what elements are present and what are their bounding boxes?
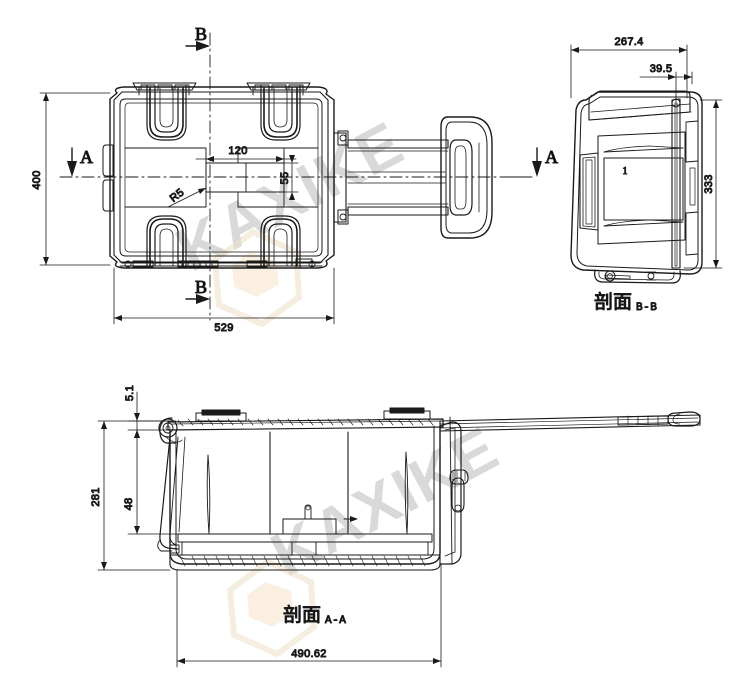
- view-title-b-b: 剖面: [594, 291, 632, 313]
- latch-handle: [260, 85, 301, 141]
- dimension-label-400: 400: [31, 170, 43, 189]
- dimension-281: [97, 420, 171, 571]
- dimension-label-281: 281: [90, 487, 102, 506]
- dimension-120: [195, 151, 297, 167]
- dimension-label-333: 333: [703, 174, 715, 193]
- dimension-label-48: 48: [123, 498, 135, 511]
- section-letter-a-top-view: A: [80, 147, 93, 167]
- section-mark-b-bottom: [185, 294, 210, 304]
- dimension-r5-leader: [167, 187, 207, 208]
- section-letter-a-side-view: A: [545, 147, 558, 167]
- dimension-label-490-62: 490.62: [291, 648, 326, 660]
- side-view-body: [570, 90, 703, 284]
- latch-handle: [146, 85, 187, 141]
- handle-grip: [449, 469, 469, 513]
- dimension-label-529: 529: [214, 322, 233, 334]
- dimension-label-5-1: 5.1: [124, 385, 136, 401]
- dimension-400: [39, 92, 111, 266]
- dimension-39-5: [639, 71, 693, 103]
- section-mark-a-left: [67, 147, 77, 177]
- dimension-48: [127, 429, 181, 535]
- section-mark-a-side: [511, 147, 542, 178]
- view-title-a-a: 剖面: [283, 604, 321, 626]
- dimension-333: [683, 99, 723, 269]
- view-title-code-a-a: A-A: [325, 615, 346, 627]
- section-letter-b-top: B: [195, 24, 207, 44]
- section-view-body: [157, 407, 701, 571]
- section-letter-b-bottom: B: [195, 277, 207, 297]
- latch-handle: [146, 215, 187, 269]
- dimension-label-267-4: 267.4: [614, 36, 643, 48]
- telescoping-handle: [333, 116, 493, 239]
- dimension-label-55: 55: [279, 172, 291, 185]
- top-view-body: [102, 82, 335, 269]
- section-mark-b-top: [185, 41, 210, 51]
- part-number-label: 1: [623, 166, 628, 177]
- dimension-529: [113, 267, 335, 325]
- dimension-267-4: [570, 44, 688, 99]
- dimension-55: [283, 155, 299, 200]
- centerline: [59, 32, 513, 321]
- latch-handle: [260, 215, 301, 269]
- view-title-code-b-b: B-B: [636, 302, 657, 314]
- dimension-label-r5: R5: [168, 186, 187, 204]
- dimension-490-62: [176, 563, 442, 668]
- dimension-label-39-5: 39.5: [650, 63, 673, 75]
- dimension-label-120: 120: [228, 145, 247, 157]
- watermark-badge: [226, 558, 318, 658]
